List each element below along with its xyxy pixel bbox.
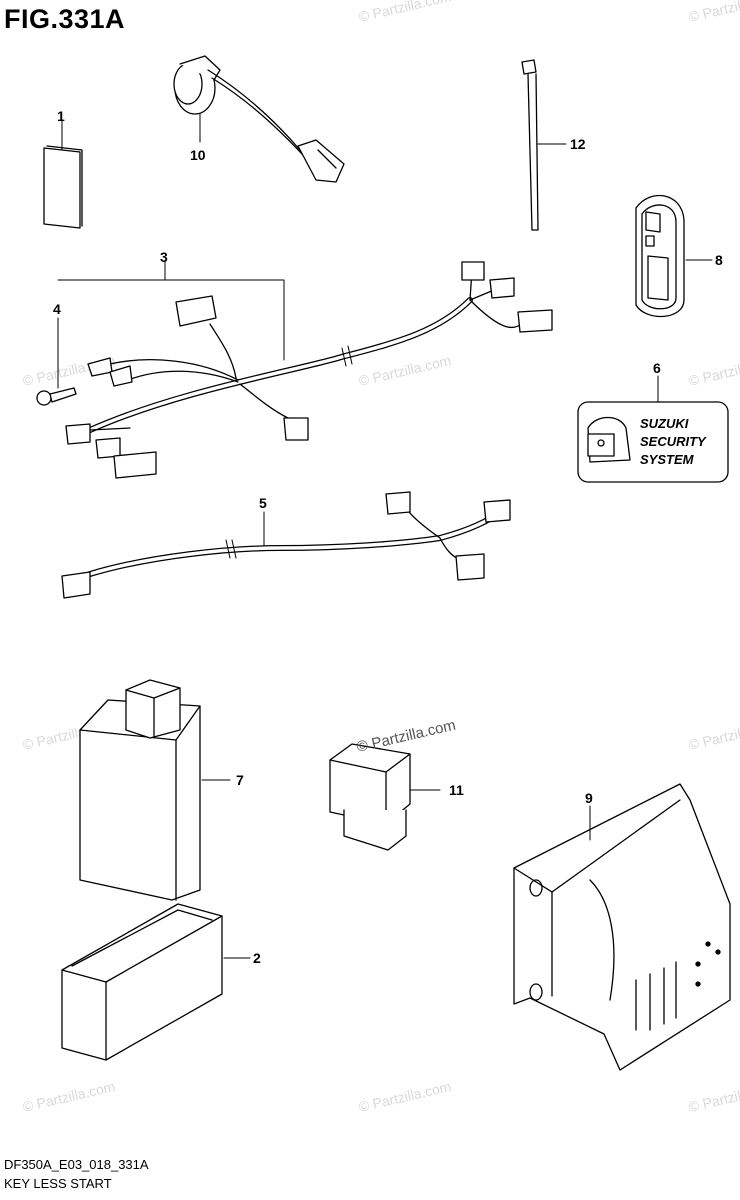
callout-1[interactable]: 1 xyxy=(57,108,65,124)
figure-title: FIG.331A xyxy=(4,4,126,34)
watermark-10: © Partzilla.com xyxy=(687,1078,740,1115)
watermark-1: © Partzilla.com xyxy=(357,0,453,25)
callout-4[interactable]: 4 xyxy=(53,301,61,317)
callout-5[interactable]: 5 xyxy=(259,495,267,511)
part-3-main-harness[interactable] xyxy=(58,262,552,478)
watermark-2: © Partzilla.com xyxy=(687,0,740,25)
watermark-4: © Partzilla.com xyxy=(357,352,453,389)
callout-8[interactable]: 8 xyxy=(715,252,723,268)
part-1-label-card[interactable] xyxy=(44,120,82,228)
part-10-switch-harness[interactable] xyxy=(174,56,344,182)
watermark-9: © Partzilla.com xyxy=(357,1078,453,1115)
callout-11[interactable]: 11 xyxy=(449,782,464,798)
figure-caption: KEY LESS START xyxy=(4,1176,112,1191)
watermark-7: © Partzilla.com xyxy=(687,716,740,753)
callout-7[interactable]: 7 xyxy=(236,772,244,788)
part-2-case[interactable] xyxy=(62,904,250,1060)
callout-6[interactable]: 6 xyxy=(653,360,661,376)
callout-10[interactable]: 10 xyxy=(190,147,206,163)
part-6-security-sticker[interactable] xyxy=(578,376,728,482)
sticker-line-3: SYSTEM xyxy=(640,452,695,467)
part-11-relay[interactable] xyxy=(330,744,440,850)
diagram-code: DF350A_E03_018_331A xyxy=(4,1157,149,1172)
callout-3[interactable]: 3 xyxy=(160,249,168,265)
watermark-5: © Partzilla.com xyxy=(687,352,740,389)
part-8-key-fob[interactable] xyxy=(636,196,712,317)
sticker-line-2: SECURITY xyxy=(640,434,707,449)
watermark-prominent: © Partzilla.com xyxy=(355,717,457,756)
part-7-control-unit[interactable] xyxy=(80,680,230,900)
callout-12[interactable]: 12 xyxy=(570,136,586,152)
sticker-line-1: SUZUKI xyxy=(640,416,689,431)
callout-2[interactable]: 2 xyxy=(253,950,261,966)
watermark-8: © Partzilla.com xyxy=(21,1078,117,1115)
callout-9[interactable]: 9 xyxy=(585,790,593,806)
part-12-cable-tie[interactable] xyxy=(522,60,566,230)
part-5-sub-harness[interactable] xyxy=(62,492,510,598)
part-4-screw[interactable] xyxy=(37,318,76,405)
part-9-bracket[interactable] xyxy=(514,784,730,1070)
